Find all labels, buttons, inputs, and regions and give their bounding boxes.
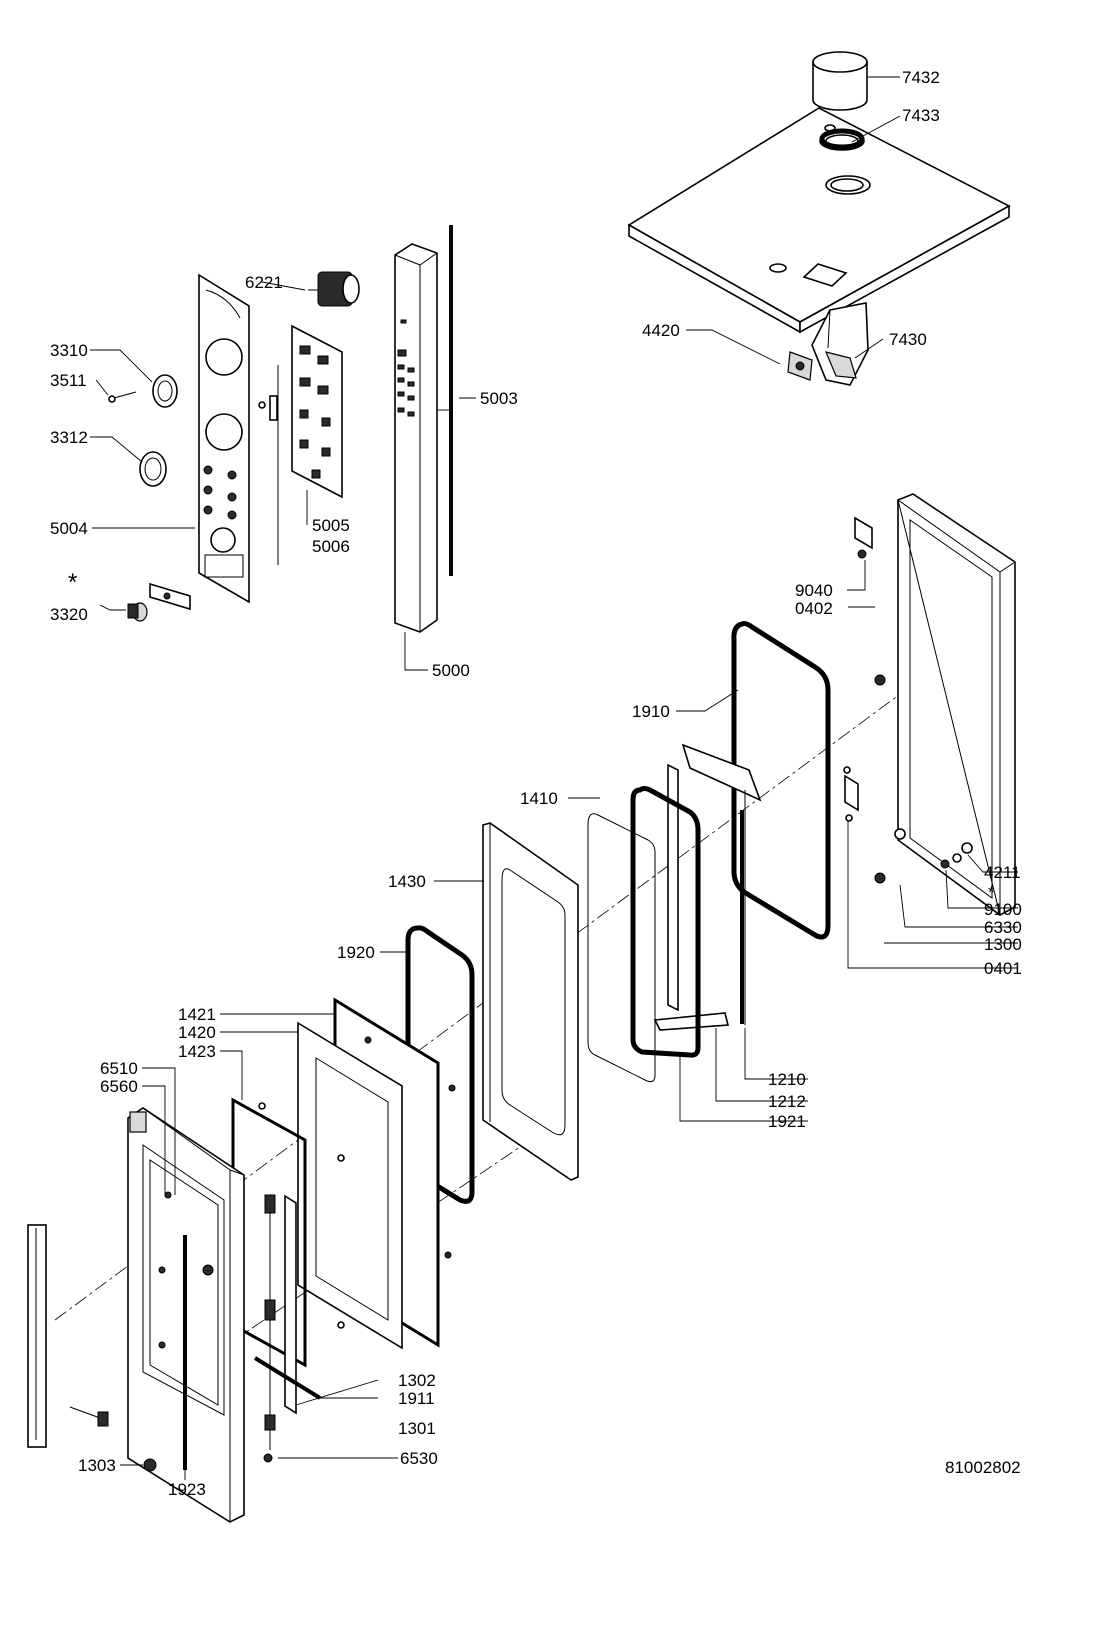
column-5000 xyxy=(394,243,438,633)
label-7432: 7432 xyxy=(902,68,940,87)
small-hardware xyxy=(874,828,973,884)
label-4211: 4211 xyxy=(984,863,1021,882)
label-1421: 1421 xyxy=(178,1005,216,1024)
label-star-1: * xyxy=(68,569,77,596)
label-6530: 6530 xyxy=(400,1449,438,1468)
bracket-1212 xyxy=(653,743,762,1031)
spindle-3511 xyxy=(108,391,137,403)
nut-1303 xyxy=(143,1458,157,1472)
channel xyxy=(667,763,679,1012)
label-1911: 1911 xyxy=(398,1389,435,1408)
circuit-board-5005 xyxy=(291,324,343,499)
leader-lines xyxy=(90,76,1018,1480)
label-1921: 1921 xyxy=(768,1112,806,1131)
label-9040: 9040 xyxy=(795,581,833,600)
panel-bracket xyxy=(258,365,279,565)
label-1430: 1430 xyxy=(388,872,426,891)
roof-assembly xyxy=(627,51,1011,386)
back-frame-0402 xyxy=(897,493,1016,916)
motor-6221 xyxy=(308,271,360,307)
label-9100: 9100 xyxy=(984,900,1022,919)
ring-7433 xyxy=(819,128,865,150)
bracket-9040 xyxy=(854,516,873,559)
cylinder-7432 xyxy=(812,51,868,111)
part-labels: 7432 7433 4420 7430 6221 3310 3511 3312 … xyxy=(50,68,1022,1499)
label-1420: 1420 xyxy=(178,1023,216,1042)
label-1910: 1910 xyxy=(632,702,670,721)
drawing-number: 81002802 xyxy=(945,1458,1021,1477)
label-1423: 1423 xyxy=(178,1042,216,1061)
hinge-0401 xyxy=(843,766,859,822)
door-handle xyxy=(27,1224,47,1448)
label-1300: 1300 xyxy=(984,935,1022,954)
panel-1420 xyxy=(297,1021,403,1350)
front-panel-5004 xyxy=(198,273,250,604)
label-3312: 3312 xyxy=(50,428,88,447)
label-3320: 3320 xyxy=(50,605,88,624)
label-1920: 1920 xyxy=(337,943,375,962)
gasket-1920 xyxy=(405,925,475,1204)
label-1210: 1210 xyxy=(768,1070,806,1089)
rod-1911 xyxy=(253,1356,322,1400)
label-1303: 1303 xyxy=(78,1456,116,1475)
label-1212: 1212 xyxy=(768,1092,806,1111)
door-assembly xyxy=(27,493,1016,1523)
knob-3320 xyxy=(127,602,148,622)
label-5004: 5004 xyxy=(50,519,88,538)
label-6221: 6221 xyxy=(245,273,283,292)
label-5005: 5005 xyxy=(312,516,350,535)
inner-panel-1430 xyxy=(482,822,579,1181)
label-3310: 3310 xyxy=(50,341,88,360)
duct-7430 xyxy=(811,302,869,386)
label-3511: 3511 xyxy=(50,371,87,390)
label-5003: 5003 xyxy=(480,389,518,408)
bracket-4420 xyxy=(787,351,813,381)
label-0402: 0402 xyxy=(795,599,833,618)
screw-6530 xyxy=(263,1453,273,1463)
label-5000: 5000 xyxy=(432,661,470,680)
handle-lever xyxy=(69,1406,109,1427)
gasket-1921 xyxy=(630,786,701,1058)
knob-3312 xyxy=(139,451,167,487)
label-1923: 1923 xyxy=(168,1480,206,1499)
label-plate xyxy=(149,582,191,611)
label-5006: 5006 xyxy=(312,537,350,556)
control-panel-assembly xyxy=(108,225,453,633)
latch-rail-1302 xyxy=(264,1194,297,1450)
label-1410: 1410 xyxy=(520,789,558,808)
label-0401: 0401 xyxy=(984,959,1022,978)
label-7433: 7433 xyxy=(902,106,940,125)
label-4420: 4420 xyxy=(642,321,680,340)
label-6510: 6510 xyxy=(100,1059,138,1078)
label-star-2: * xyxy=(988,883,995,902)
label-6330: 6330 xyxy=(984,918,1022,937)
roof-plate xyxy=(627,107,1011,334)
gasket-1910 xyxy=(731,620,831,940)
knob-3310 xyxy=(152,374,178,408)
label-1302: 1302 xyxy=(398,1371,436,1390)
label-1301: 1301 xyxy=(398,1419,436,1438)
clip xyxy=(874,674,886,686)
glass-1410 xyxy=(587,813,656,1083)
label-7430: 7430 xyxy=(889,330,927,349)
label-6560: 6560 xyxy=(100,1077,138,1096)
